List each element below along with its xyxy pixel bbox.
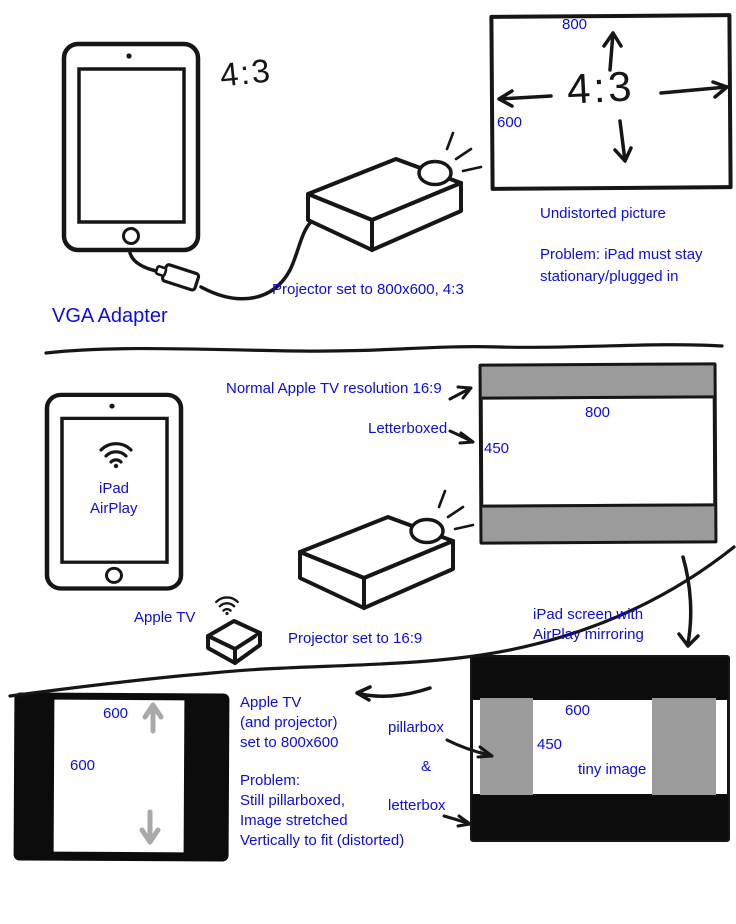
vga-cable-drawing — [128, 221, 312, 301]
letterbox-bar-bottom — [472, 794, 728, 840]
stretch-arrows-drawing — [139, 702, 164, 845]
fill-arrows-drawing — [497, 31, 729, 163]
screen3-width-label: 600 — [103, 705, 129, 722]
projector2-caption: Projector set to 16:9 — [288, 630, 423, 647]
screen2-width-label: 800 — [585, 404, 611, 421]
screen4-width-label: 600 — [565, 702, 591, 719]
problem-top-line1: Problem: iPad must stay — [540, 246, 703, 263]
letterboxed-arrow — [448, 429, 475, 445]
pillarbox-caption: pillarbox — [388, 719, 444, 736]
screen1-width-label: 800 — [562, 16, 588, 33]
ampersand-label: & — [421, 758, 432, 775]
undistorted-caption: Undistorted picture — [540, 205, 666, 222]
divider-wave-drawing — [44, 343, 724, 355]
letterboxed-caption: Letterboxed — [368, 420, 448, 437]
letterbox-bar-top — [472, 657, 728, 700]
appletv-caption: Apple TV — [134, 609, 196, 626]
letterbox-caption: letterbox — [388, 797, 446, 814]
settings-line3: set to 800x600 — [240, 734, 339, 751]
stretch-up-arrow — [142, 702, 164, 734]
screen3-height-label: 600 — [70, 757, 96, 774]
projector1-caption: Projector set to 800x600, 4:3 — [272, 281, 464, 298]
problem-top-line2: stationary/plugged in — [540, 268, 679, 285]
problem-bottom-line1: Problem: — [240, 772, 301, 789]
caption-arrows-drawing — [442, 385, 494, 828]
screen4-height-label: 450 — [537, 736, 563, 753]
tiny-image-caption: tiny image — [578, 761, 647, 778]
pillarbox-bar-right — [652, 698, 716, 795]
pillarbox-bar-left — [480, 698, 533, 795]
ipad-aspect-ratio-label: 4:3 — [218, 51, 274, 94]
wifi-icon — [214, 596, 240, 617]
projector-middle-drawing — [298, 489, 475, 610]
mirrored-ipad-screen — [470, 655, 730, 842]
ipad-airplay-line1: iPad — [99, 480, 130, 497]
mirror-caption-line1: iPad screen with — [533, 606, 644, 623]
pillarbox-arrow — [445, 738, 494, 759]
problem-bottom-line4: Vertically to fit (distorted) — [240, 832, 405, 849]
settings-line2: (and projector) — [240, 714, 338, 731]
screen2-height-label: 450 — [484, 440, 510, 457]
letterbox-arrow — [442, 814, 472, 828]
screen1-ratio-label: 4:3 — [565, 62, 636, 113]
problem-bottom-line2: Still pillarboxed, — [240, 792, 346, 809]
resolution-caption: Normal Apple TV resolution 16:9 — [226, 380, 442, 397]
vga-adapter-icon — [154, 263, 201, 292]
ipad-top-drawing — [64, 44, 198, 250]
settings-arrow-drawing — [355, 685, 432, 702]
vga-adapter-caption: VGA Adapter — [52, 305, 168, 327]
settings-line1: Apple TV — [240, 694, 302, 711]
ipad-airplay-line2: AirPlay — [90, 500, 138, 517]
projector-top-drawing — [306, 131, 483, 252]
screen1-height-label: 600 — [497, 114, 523, 131]
appletv-drawing — [206, 596, 262, 665]
flow-curve-drawing — [8, 545, 736, 698]
mirror-caption-line2: AirPlay mirroring — [533, 626, 644, 643]
mirror-arrow-drawing — [677, 555, 700, 648]
stretch-down-arrow — [139, 809, 161, 845]
problem-bottom-line3: Image stretched — [240, 812, 348, 829]
resolution-arrow — [448, 385, 473, 401]
